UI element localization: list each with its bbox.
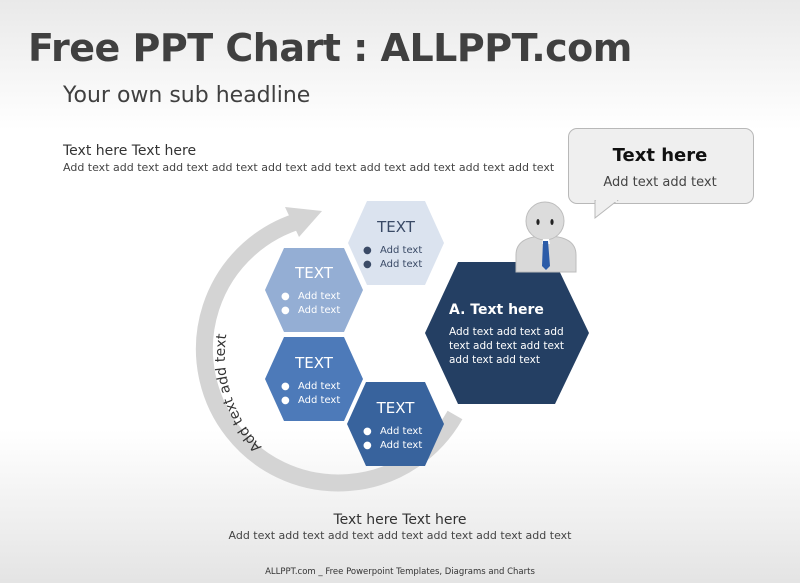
speech-bubble-tail [594,200,619,220]
list-item: ●Add text [281,291,341,302]
list-item: ●Add text [281,381,341,392]
intro-title: Text here Text here [63,143,197,159]
hexagon-1-label: TEXT [377,218,415,236]
callout-title: Text here [612,145,708,166]
list-item: ●Add text [281,395,341,406]
intro-body: Add text add text add text add text add … [63,161,555,174]
hexagon-1-list: ●Add text ●Add text [360,244,422,272]
hexagon-4-label: TEXT [376,399,415,417]
list-item: ●Add text [363,259,423,270]
page-title: Free PPT Chart : ALLPPT.com [28,26,632,70]
hexagon-4 [347,382,444,466]
hexagon-main [425,262,589,404]
hexagon-2-list: ●Add text ●Add text [278,290,340,318]
bottom-title: Text here Text here [333,512,467,528]
list-item: ●Add text [363,245,423,256]
main-hexagon-title: A. Text here [449,302,544,318]
cycle-arrow-head [285,207,322,237]
callout-body: Add text add text [603,175,717,190]
speech-bubble [568,128,754,204]
hexagon-2-label: TEXT [295,264,333,282]
cycle-arrow-label: Add text add text [213,332,265,455]
hexagon-1 [348,201,444,285]
footer-credit: ALLPPT.com _ Free Powerpoint Templates, … [265,567,535,577]
page-subtitle: Your own sub headline [63,83,311,108]
list-item: ●Add text [363,440,423,451]
hexagon-3 [265,337,363,421]
person-icon [515,201,577,273]
list-item: ●Add text [281,305,341,316]
hexagon-4-list: ●Add text ●Add text [360,425,422,453]
cycle-arrow [195,211,463,492]
main-hexagon-body: Add text add text add text add text add … [449,326,565,366]
hexagon-3-label: TEXT [295,354,333,372]
bottom-body: Add text add text add text add text add … [228,529,572,542]
hexagon-2 [265,248,363,332]
hexagon-3-list: ●Add text ●Add text [278,380,340,408]
list-item: ●Add text [363,426,423,437]
